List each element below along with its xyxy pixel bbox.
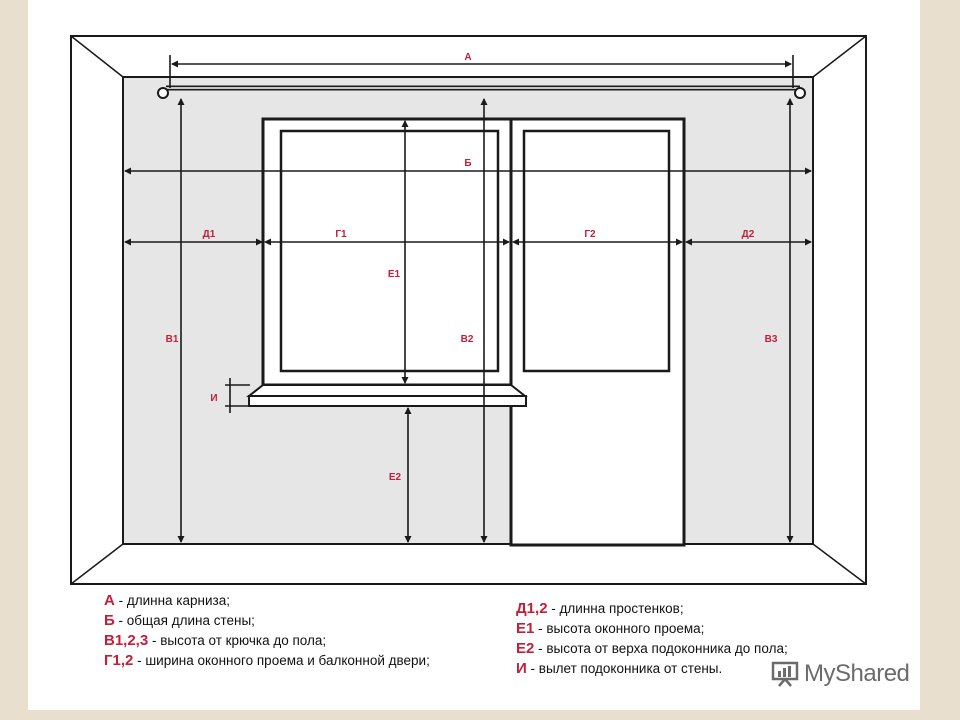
legend-text: - высота от верха подоконника до пола;: [534, 641, 788, 656]
window: [261, 117, 513, 387]
legend-item: Б - общая длина стены;: [104, 611, 430, 631]
label-v3: В3: [765, 334, 778, 345]
label-g1: Г1: [335, 229, 347, 240]
legend-text: - длинна простенков;: [547, 601, 684, 616]
legend-key: Д1,2: [516, 600, 548, 617]
room-diagram: А Б Д1 Г1 Г2 Д2 Е1 В1 В2 В3 И Е2: [70, 35, 867, 585]
label-v2: В2: [461, 334, 474, 345]
legend-text: - общая длина стены;: [114, 613, 255, 628]
label-b: Б: [464, 158, 471, 169]
label-i: И: [210, 393, 217, 404]
legend-item: И - вылет подоконника от стены.: [516, 659, 788, 679]
label-d2: Д2: [742, 229, 755, 240]
label-g2: Г2: [584, 229, 596, 240]
legend-right: Д1,2 - длинна простенков; Е1 - высота ок…: [516, 599, 788, 679]
legend-item: Е2 - высота от верха подоконника до пола…: [516, 639, 788, 659]
label-d1: Д1: [203, 229, 216, 240]
slide: А Б Д1 Г1 Г2 Д2 Е1 В1 В2 В3 И Е2 А - дли…: [28, 0, 920, 710]
legend-text: - вылет подоконника от стены.: [526, 661, 723, 676]
label-e1: Е1: [388, 269, 401, 280]
label-e2: Е2: [389, 472, 402, 483]
watermark-text: MyShared: [804, 660, 910, 687]
legend-key: А: [104, 592, 115, 609]
legend-item: Г1,2 - ширина оконного проема и балконно…: [104, 651, 430, 671]
legend-key: В1,2,3: [104, 632, 149, 649]
presentation-icon: [771, 661, 799, 687]
windowsill: [246, 384, 528, 407]
label-a: А: [464, 52, 471, 63]
legend-key: И: [516, 660, 527, 677]
legend-key: Е1: [516, 620, 535, 637]
legend-key: Г1,2: [104, 652, 134, 669]
legend-item: Д1,2 - длинна простенков;: [516, 599, 788, 619]
legend-item: В1,2,3 - высота от крючка до пола;: [104, 631, 430, 651]
label-v1: В1: [166, 334, 179, 345]
watermark: MyShared: [770, 660, 910, 688]
legend-text: - ширина оконного проема и балконной две…: [133, 653, 430, 668]
balcony-door: [509, 117, 686, 547]
dimension-labels: А Б Д1 Г1 Г2 Д2 Е1 В1 В2 В3 И Е2: [166, 52, 778, 483]
legend-left: А - длинна карниза; Б - общая длина стен…: [104, 591, 430, 671]
legend-key: Е2: [516, 640, 535, 657]
dimension-lines: [124, 55, 812, 543]
legend-text: - высота от крючка до пола;: [148, 633, 327, 648]
legend-item: Е1 - высота оконного проема;: [516, 619, 788, 639]
legend-item: А - длинна карниза;: [104, 591, 430, 611]
legend-key: Б: [104, 612, 115, 629]
curtain-rod: [157, 85, 806, 99]
legend-text: - высота оконного проема;: [534, 621, 705, 636]
legend-text: - длинна карниза;: [114, 593, 230, 608]
